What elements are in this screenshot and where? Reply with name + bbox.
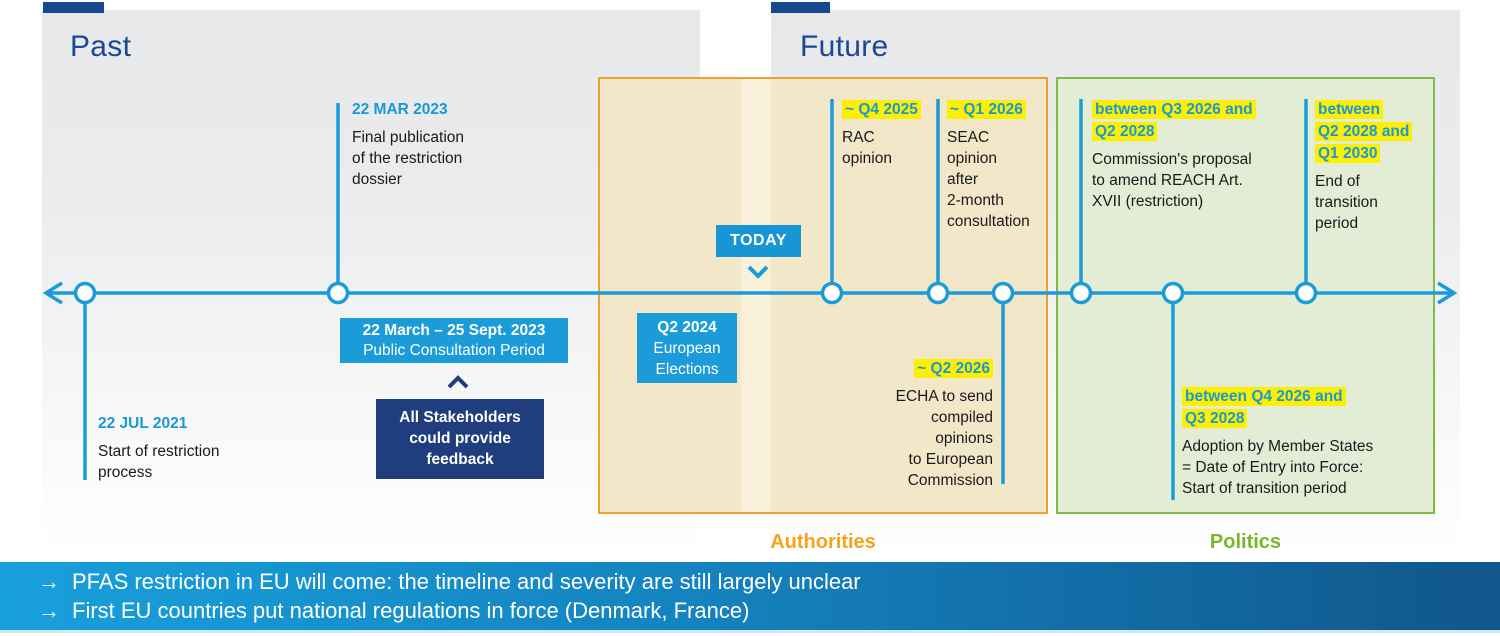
milestone-desc: Adoption by Member States = Date of Entr… xyxy=(1182,438,1374,497)
timeline-left-arrow-icon xyxy=(42,281,63,305)
european-elections-box: Q2 2024 European Elections xyxy=(637,313,737,383)
milestone-echa-opinions: ~ Q2 2026 ECHA to send compiled opinions… xyxy=(823,358,993,491)
conclusion-banner: → PFAS restriction in EU will come: the t… xyxy=(0,562,1500,630)
today-marker: TODAY xyxy=(716,225,801,257)
chevron-down-icon xyxy=(747,265,769,279)
banner-line-1: → PFAS restriction in EU will come: the t… xyxy=(38,567,1500,596)
public-consultation-box: 22 March – 25 Sept. 2023 Public Consulta… xyxy=(340,318,568,363)
milestone-end-of-transition: between Q2 2028 and Q1 2030 End of trans… xyxy=(1315,99,1430,234)
milestone-when: between Q3 2026 and Q2 2028 xyxy=(1092,100,1256,141)
node-echa xyxy=(991,281,1015,305)
milestone-desc: RAC opinion xyxy=(842,129,892,167)
node-rac xyxy=(820,281,844,305)
timeline-right-arrow-icon xyxy=(1437,281,1458,305)
politics-label: Politics xyxy=(1209,531,1282,553)
milestone-when: ~ Q2 2026 xyxy=(914,359,993,378)
authorities-label: Authorities xyxy=(770,531,876,553)
milestone-date: 22 MAR 2023 xyxy=(352,101,448,118)
banner-text: First EU countries put national regulati… xyxy=(72,598,750,623)
past-panel xyxy=(42,10,700,555)
milestone-commission-proposal: between Q3 2026 and Q2 2028 Commission's… xyxy=(1092,99,1277,212)
milestone-desc: Start of restriction process xyxy=(98,443,220,481)
milestone-when: ~ Q4 2025 xyxy=(842,100,921,119)
past-panel-tab xyxy=(43,2,104,13)
milestone-when: ~ Q1 2026 xyxy=(947,100,1026,119)
node-end xyxy=(1294,281,1318,305)
timeline-nodes xyxy=(73,281,1318,305)
banner-bottom-strip xyxy=(0,630,1500,633)
right-arrow-icon: → xyxy=(38,569,60,594)
milestone-final-publication: 22 MAR 2023 Final publication of the res… xyxy=(352,100,502,190)
milestone-start-of-restriction: 22 JUL 2021 Start of restriction process xyxy=(98,414,268,483)
milestone-desc: End of transition period xyxy=(1315,173,1378,232)
node-publication xyxy=(326,281,350,305)
today-highlight-band xyxy=(741,79,771,512)
milestone-seac-opinion: ~ Q1 2026 SEAC opinion after 2-month con… xyxy=(947,99,1047,232)
node-seac xyxy=(926,281,950,305)
banner-text: PFAS restriction in EU will come: the ti… xyxy=(72,569,861,594)
milestone-adoption-member-states: between Q4 2026 and Q3 2028 Adoption by … xyxy=(1182,386,1417,499)
elections-label: European Elections xyxy=(653,340,721,378)
timeline-axis xyxy=(42,99,1458,500)
banner-line-2: → First EU countries put national regulat… xyxy=(38,596,1500,625)
chevron-up-icon xyxy=(447,375,469,389)
past-title: Past xyxy=(70,30,132,63)
right-arrow-icon: → xyxy=(38,598,60,623)
milestone-when: between Q4 2026 and Q3 2028 xyxy=(1182,387,1346,428)
stakeholders-feedback-box: All Stakeholders could provide feedback xyxy=(376,399,544,479)
milestone-rac-opinion: ~ Q4 2025 RAC opinion xyxy=(842,99,937,169)
consultation-label: Public Consultation Period xyxy=(363,342,545,359)
milestone-desc: Commission's proposal to amend REACH Art… xyxy=(1092,151,1252,210)
node-adoption xyxy=(1161,281,1185,305)
milestone-desc: ECHA to send compiled opinions to Europe… xyxy=(895,388,993,489)
future-panel-tab xyxy=(771,2,830,13)
milestone-desc: SEAC opinion after 2-month consultation xyxy=(947,129,1030,230)
elections-date: Q2 2024 xyxy=(657,319,717,336)
milestone-when: between Q2 2028 and Q1 2030 xyxy=(1315,100,1413,163)
milestone-desc: Final publication of the restriction dos… xyxy=(352,129,465,188)
milestone-date: 22 JUL 2021 xyxy=(98,415,188,432)
node-proposal xyxy=(1069,281,1093,305)
consultation-dates: 22 March – 25 Sept. 2023 xyxy=(362,322,546,339)
future-title: Future xyxy=(800,30,889,63)
node-start xyxy=(73,281,97,305)
